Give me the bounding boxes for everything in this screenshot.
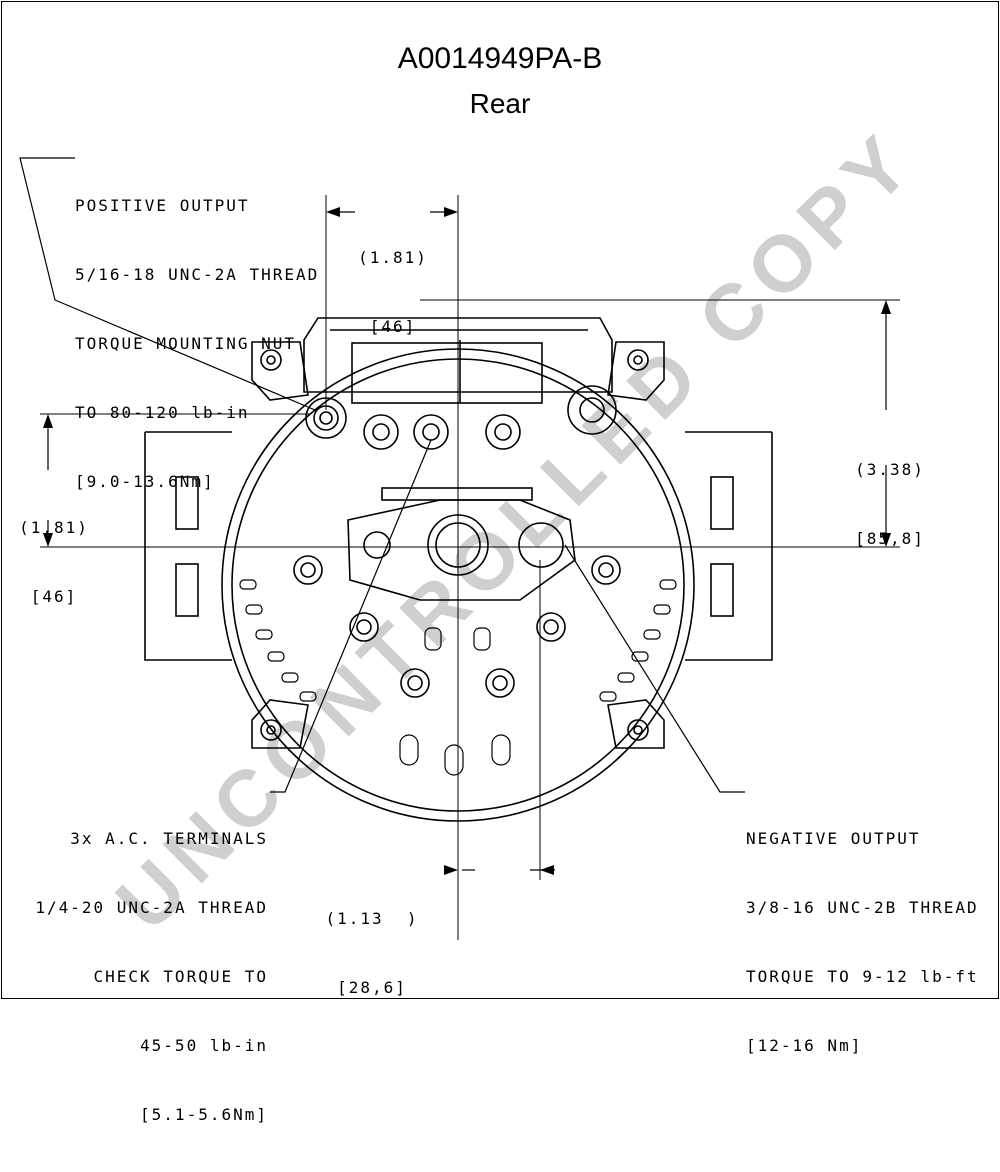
view-label: Rear — [469, 88, 531, 119]
callout-line: 45-50 lb-in — [140, 1036, 268, 1055]
callout-line: [12-16 Nm] — [746, 1036, 863, 1055]
callout-line: 5/16-18 UNC-2A THREAD — [75, 265, 320, 284]
callout-line: TORQUE MOUNTING NUT — [75, 334, 297, 353]
dimension-mm: [46] — [30, 587, 78, 606]
dimension-inch: (1.81) — [19, 518, 89, 537]
callout-line: 1/4-20 UNC-2A THREAD — [35, 898, 268, 917]
dimension-inch: (3.38) — [855, 460, 925, 479]
mounting-brackets — [144, 431, 773, 661]
dimension-left: (1.81) [46] — [4, 470, 104, 654]
dimension-right: (3.38) [85,8] — [840, 412, 940, 596]
rectifier-diodes — [293, 555, 621, 698]
callout-line: 3x A.C. TERMINALS — [70, 829, 268, 848]
part-number-title: A0014949PA-B — [397, 42, 603, 75]
dimension-mm: [46] — [369, 317, 417, 336]
dimension-inch: (1.81) — [358, 248, 428, 267]
ac-terminals — [363, 414, 521, 450]
housing — [221, 317, 695, 822]
drawing-frame — [1, 1, 999, 999]
callout-line: TORQUE TO 9-12 lb-ft — [746, 967, 979, 986]
dimension-top: (1.81) [46] — [343, 200, 443, 384]
dimension-lines — [47, 211, 887, 871]
dimension-mm: [85,8] — [855, 529, 925, 548]
leader-lines — [19, 157, 745, 793]
dimension-arrows — [43, 207, 891, 875]
cooling-vents — [239, 579, 677, 776]
callout-line: POSITIVE OUTPUT — [75, 196, 250, 215]
callout-line: 3/8-16 UNC-2B THREAD — [746, 898, 979, 917]
positive-output-callout: POSITIVE OUTPUT 5/16-18 UNC-2A THREAD TO… — [75, 148, 319, 539]
positive-output-terminal — [305, 397, 347, 439]
ac-terminals-callout: 3x A.C. TERMINALS 1/4-20 UNC-2A THREAD C… — [20, 781, 268, 1172]
callout-line: NEGATIVE OUTPUT — [746, 829, 921, 848]
dimension-bottom: (1.13 ) [28,6] — [308, 861, 436, 1045]
dimension-mm: [28,6] — [337, 978, 407, 997]
callout-line: TO 80-120 lb-in — [75, 403, 250, 422]
alternator-rear-view: UNCONTROLLED COPY — [19, 113, 933, 947]
dimension-inch: (1.13 ) — [325, 909, 419, 928]
mounting-lugs — [251, 341, 665, 749]
drawing-sheet: UNCONTROLLED COPY — [1, 1, 999, 1124]
auxiliary-terminal — [567, 385, 617, 435]
callout-line: CHECK TORQUE TO — [93, 967, 268, 986]
callout-line: [5.1-5.6Nm] — [140, 1105, 268, 1124]
negative-output-callout: NEGATIVE OUTPUT 3/8-16 UNC-2B THREAD TOR… — [746, 781, 979, 1103]
callout-line: [9.0-13.6Nm] — [75, 472, 215, 491]
